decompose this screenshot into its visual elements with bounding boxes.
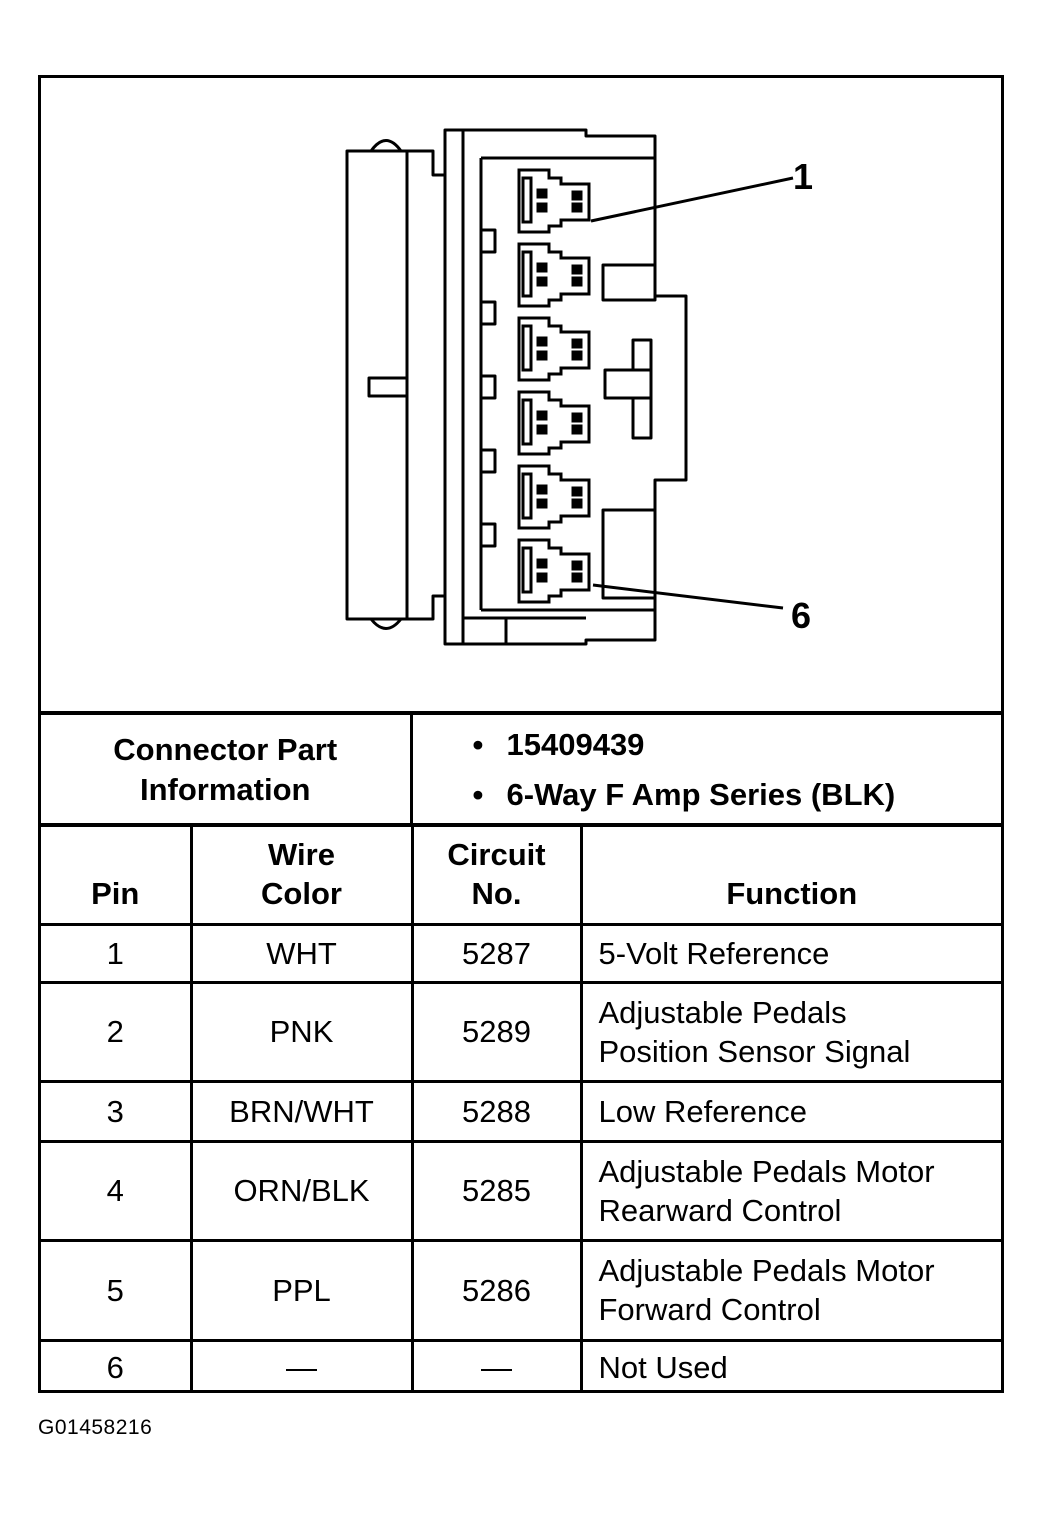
wire-color-cell: BRN/WHT [189, 1079, 414, 1143]
terminal-contact [571, 572, 583, 583]
circuit-cell: — [410, 1338, 583, 1393]
terminal-contact [536, 424, 548, 435]
terminal-contact [571, 350, 583, 361]
pin-cell: 4 [41, 1139, 193, 1242]
pin-cell: 6 [41, 1338, 193, 1393]
connector-part-info-value: • 15409439 • 6-Way F Amp Series (BLK) [409, 711, 1002, 825]
circuit-cell: 5289 [410, 980, 583, 1083]
connector-info-table: Connector Part Information • 15409439 • 6-… [41, 711, 1001, 825]
function-cell: Low Reference [579, 1079, 1001, 1143]
terminal-cavity [517, 168, 591, 234]
terminal-contact [536, 262, 548, 273]
circuit-cell: 5287 [410, 922, 583, 984]
terminal-contact [571, 412, 583, 423]
terminal-contact [536, 202, 548, 213]
terminal-contact [571, 202, 583, 213]
figure-code: G01458216 [38, 1416, 153, 1439]
terminal-cavity [517, 464, 591, 530]
function-cell: Not Used [579, 1338, 1001, 1393]
terminal-contact [536, 558, 548, 569]
terminal-contact [571, 560, 583, 571]
terminal-contact [571, 190, 583, 201]
callout-leader-6 [592, 583, 784, 610]
wire-color-cell: — [189, 1338, 414, 1393]
callout-label-1: 1 [793, 156, 813, 197]
terminal-contact [536, 498, 548, 509]
terminal-contact [536, 336, 548, 347]
diagram-frame: 1 6 Connector Part Information • 15409439… [38, 75, 1004, 1393]
function-cell: 5-Volt Reference [579, 922, 1001, 984]
connector-part-info-label: Connector Part Information [41, 711, 413, 825]
part-number-item: • 15409439 [473, 720, 1002, 770]
pin-cell: 2 [41, 980, 193, 1083]
label-line2: Information [140, 772, 311, 807]
circuit-cell: 5286 [410, 1238, 583, 1342]
table-row: 3 BRN/WHT 5288 Low Reference [41, 1079, 1001, 1143]
table-row: 6 — — Not Used [41, 1338, 1001, 1393]
terminal-contact [571, 424, 583, 435]
terminal-contact [536, 410, 548, 421]
connector-latch [345, 139, 445, 630]
terminal-contact [536, 484, 548, 495]
header-pin: Pin [41, 823, 193, 926]
terminal-contact [571, 498, 583, 509]
terminal-contact [571, 486, 583, 497]
header-function: Function [579, 823, 1001, 926]
terminal-cavity [517, 316, 591, 382]
callout-leader-1 [590, 176, 794, 223]
terminal-contact [536, 350, 548, 361]
connector-housing [443, 128, 688, 646]
terminal-contact [571, 264, 583, 275]
pin-cell: 5 [41, 1238, 193, 1342]
description-item: • 6-Way F Amp Series (BLK) [473, 770, 1002, 820]
label-line1: Connector Part [113, 732, 338, 767]
terminal-contact [536, 276, 548, 287]
pin-cell: 3 [41, 1079, 193, 1143]
terminal-cavities [517, 168, 591, 604]
terminal-contact [571, 276, 583, 287]
terminal-contact [536, 188, 548, 199]
terminal-cavity [517, 242, 591, 308]
pin-cell: 1 [41, 922, 193, 984]
wire-color-cell: PPL [189, 1238, 414, 1342]
circuit-cell: 5285 [410, 1139, 583, 1242]
connector-description: 6-Way F Amp Series (BLK) [506, 777, 896, 812]
terminal-cavity [517, 538, 591, 604]
bullet: • [472, 777, 484, 812]
wire-color-cell: PNK [189, 980, 414, 1083]
terminal-cavity [517, 390, 591, 456]
table-row: 1 WHT 5287 5-Volt Reference [41, 922, 1001, 984]
connector-drawing: 1 6 [345, 128, 813, 646]
part-number: 15409439 [506, 727, 645, 762]
terminal-contact [571, 338, 583, 349]
wire-color-cell: ORN/BLK [189, 1139, 414, 1242]
bullet: • [472, 727, 484, 762]
terminal-contact [536, 572, 548, 583]
circuit-cell: 5288 [410, 1079, 583, 1143]
wire-color-cell: WHT [189, 922, 414, 984]
callout-label-6: 6 [791, 595, 811, 636]
